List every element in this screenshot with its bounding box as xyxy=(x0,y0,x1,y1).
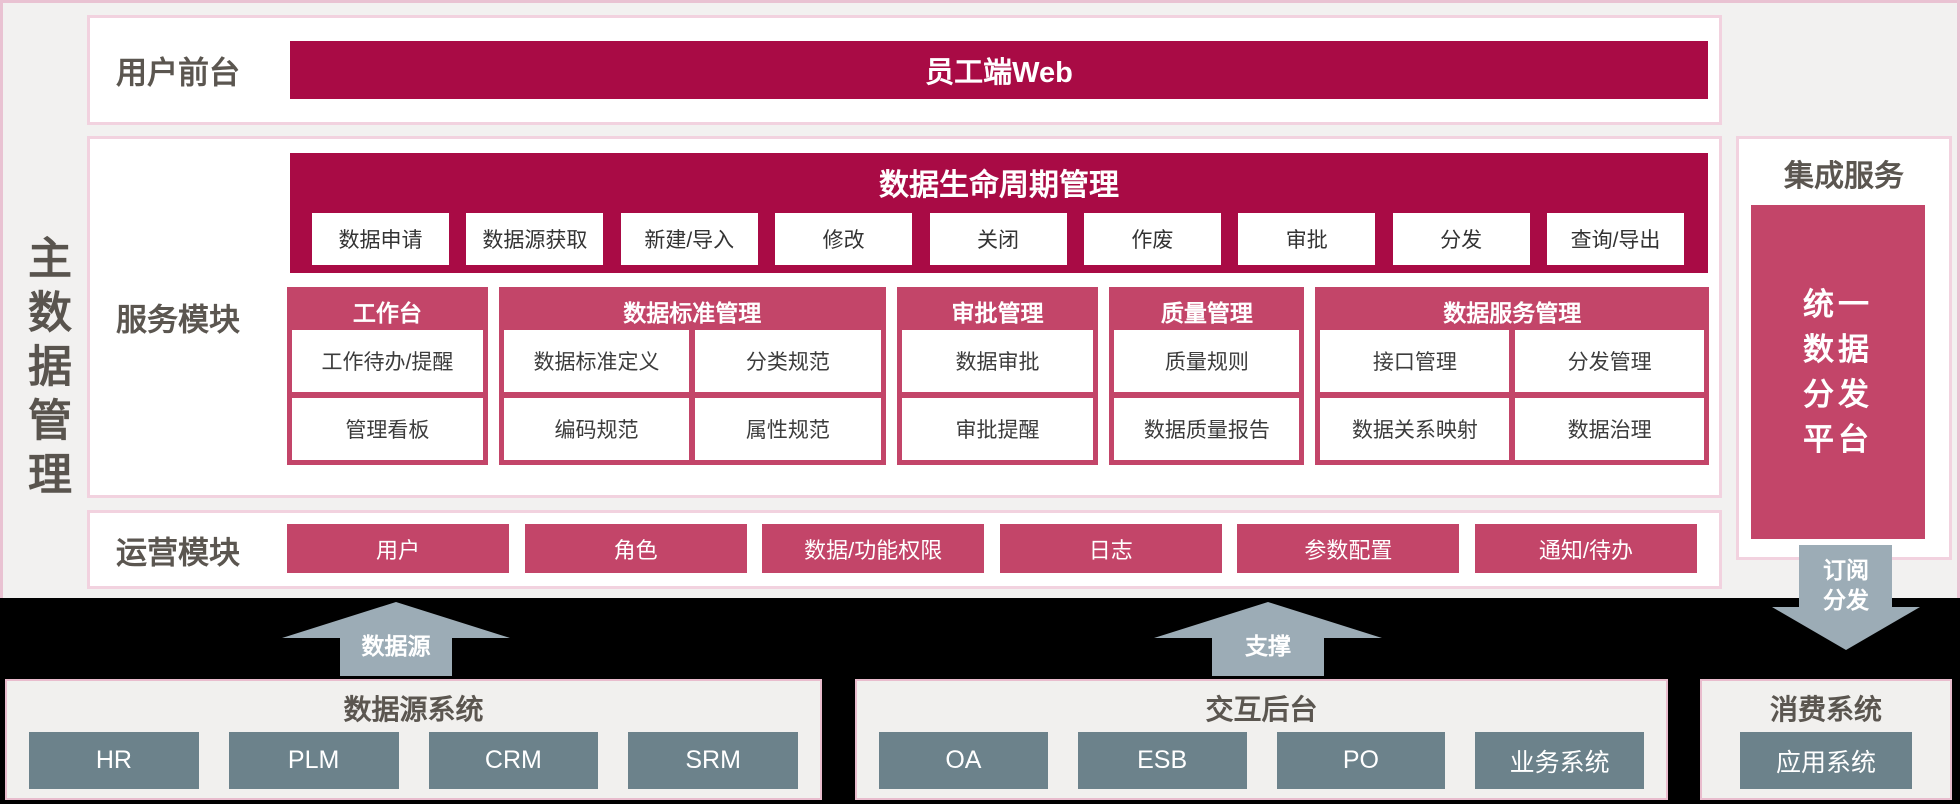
system-box: 应用系统 xyxy=(1740,732,1912,789)
lifecycle-stage: 分发 xyxy=(1392,213,1530,265)
system-box: ESB xyxy=(1077,732,1247,789)
service-group-cell: 质量规则 xyxy=(1114,330,1300,392)
platform-text-line: 平台 xyxy=(1803,422,1873,457)
service-group-cell: 工作待办/提醒 xyxy=(292,330,483,392)
platform-text-line: 统一 xyxy=(1803,287,1873,322)
service-group-cell: 分类规范 xyxy=(695,330,881,392)
data-source-arrow-label: 数据源 xyxy=(362,633,431,659)
service-group-title: 审批管理 xyxy=(951,300,1044,326)
service-group: 审批管理数据审批审批提醒 xyxy=(896,287,1099,465)
system-box: PO xyxy=(1276,732,1446,789)
consumer-system-row: 应用系统 xyxy=(1740,732,1912,789)
lifecycle-stage-row: 数据申请数据源获取新建/导入修改关闭作废审批分发查询/导出 xyxy=(312,213,1684,265)
panel-operation-modules: 运营模块 用户角色数据/功能权限日志参数配置通知/待办 xyxy=(87,510,1722,589)
lifecycle-stage: 数据申请 xyxy=(312,213,449,265)
platform-text-line: 分发 xyxy=(1803,377,1873,412)
user-frontend-label: 用户前台 xyxy=(116,55,240,91)
service-group: 工作台工作待办/提醒管理看板 xyxy=(287,287,488,465)
service-group-body: 质量规则数据质量报告 xyxy=(1114,330,1300,460)
service-group-body: 接口管理分发管理数据关系映射数据治理 xyxy=(1320,330,1704,460)
panel-user-frontend: 用户前台 员工端Web xyxy=(87,15,1722,125)
operation-module: 用户 xyxy=(287,524,509,573)
service-group-title: 工作台 xyxy=(352,300,422,326)
panel-consumer-systems: 消费系统 应用系统 xyxy=(1700,679,1952,800)
service-group: 数据服务管理接口管理分发管理数据关系映射数据治理 xyxy=(1315,287,1709,465)
operation-module: 参数配置 xyxy=(1237,524,1460,573)
consumer-systems-title: 消费系统 xyxy=(1769,694,1882,725)
subscribe-arrow-label-line2: 分发 xyxy=(1823,587,1869,613)
data-source-up-arrow: 数据源 xyxy=(282,602,510,676)
system-box: 业务系统 xyxy=(1475,732,1644,789)
service-group-body: 工作待办/提醒管理看板 xyxy=(292,330,483,460)
diagram-vertical-title: 主数据管理 xyxy=(10,160,80,580)
service-group-cell: 数据关系映射 xyxy=(1320,398,1510,460)
service-group-cell: 管理看板 xyxy=(292,398,483,460)
service-group: 质量管理质量规则数据质量报告 xyxy=(1109,287,1305,465)
operation-module-row: 用户角色数据/功能权限日志参数配置通知/待办 xyxy=(287,524,1697,573)
service-group-cell: 属性规范 xyxy=(695,398,881,460)
data-lifecycle-block: 数据生命周期管理 数据申请数据源获取新建/导入修改关闭作废审批分发查询/导出 xyxy=(290,153,1708,273)
subscribe-distribute-down-arrow: 订阅 分发 xyxy=(1772,545,1920,650)
data-source-system-row: HR PLM CRM SRM xyxy=(29,732,798,789)
service-group-cell: 接口管理 xyxy=(1320,330,1510,392)
panel-integration-services: 集成服务 统一数据分发平台 xyxy=(1736,136,1952,560)
service-group-cell: 编码规范 xyxy=(503,398,690,460)
panel-interaction-backend: 交互后台 OA ESB PO 业务系统 xyxy=(855,679,1668,800)
service-group-title: 质量管理 xyxy=(1160,300,1253,326)
operation-module: 数据/功能权限 xyxy=(762,524,985,573)
lifecycle-stage: 数据源获取 xyxy=(466,213,604,265)
subscribe-arrow-label-line1: 订阅 xyxy=(1823,557,1869,583)
vertical-title-text: 主数据管理 xyxy=(21,235,70,505)
support-up-arrow: 支撑 xyxy=(1154,602,1382,676)
system-box: HR xyxy=(29,732,199,789)
service-group-body: 数据审批审批提醒 xyxy=(901,330,1094,460)
lifecycle-stage: 审批 xyxy=(1238,213,1376,265)
service-group: 数据标准管理数据标准定义分类规范编码规范属性规范 xyxy=(498,287,886,465)
interaction-backend-title: 交互后台 xyxy=(1205,694,1318,725)
service-group-cell: 数据治理 xyxy=(1515,398,1704,460)
service-group-cell: 审批提醒 xyxy=(901,398,1094,460)
employee-web-banner: 员工端Web xyxy=(290,41,1708,99)
data-lifecycle-title: 数据生命周期管理 xyxy=(879,169,1119,202)
operation-modules-label: 运营模块 xyxy=(116,535,240,570)
operation-module: 角色 xyxy=(524,524,747,573)
operation-module: 通知/待办 xyxy=(1474,524,1697,573)
system-box: PLM xyxy=(228,732,399,789)
lifecycle-stage: 修改 xyxy=(775,213,913,265)
service-group-row: 工作台工作待办/提醒管理看板数据标准管理数据标准定义分类规范编码规范属性规范审批… xyxy=(287,287,1709,465)
platform-text-line: 数据 xyxy=(1803,332,1873,367)
lifecycle-stage: 作废 xyxy=(1083,213,1221,265)
support-arrow-label: 支撑 xyxy=(1244,633,1291,659)
integration-services-label: 集成服务 xyxy=(1784,160,1904,193)
service-group-cell: 数据质量报告 xyxy=(1114,398,1300,460)
service-group-title: 数据标准管理 xyxy=(623,300,762,326)
service-group-cell: 分发管理 xyxy=(1515,330,1704,392)
lifecycle-stage: 查询/导出 xyxy=(1547,213,1684,265)
service-group-body: 数据标准定义分类规范编码规范属性规范 xyxy=(503,330,881,460)
service-group-title: 数据服务管理 xyxy=(1443,300,1582,326)
lifecycle-stage: 新建/导入 xyxy=(620,213,758,265)
system-box: SRM xyxy=(628,732,798,789)
operation-module: 日志 xyxy=(999,524,1222,573)
service-modules-label: 服务模块 xyxy=(116,302,240,338)
interaction-system-row: OA ESB PO 业务系统 xyxy=(879,732,1644,789)
panel-service-modules: 服务模块 数据生命周期管理 数据申请数据源获取新建/导入修改关闭作废审批分发查询… xyxy=(87,136,1722,498)
unified-distribution-platform: 统一数据分发平台 xyxy=(1751,205,1925,539)
service-group-cell: 数据标准定义 xyxy=(503,330,690,392)
service-group-cell: 数据审批 xyxy=(901,330,1094,392)
system-box: OA xyxy=(879,732,1048,789)
panel-data-source-systems: 数据源系统 HR PLM CRM SRM xyxy=(5,679,822,800)
system-box: CRM xyxy=(428,732,599,789)
lifecycle-stage: 关闭 xyxy=(929,213,1067,265)
data-source-systems-title: 数据源系统 xyxy=(343,694,484,725)
